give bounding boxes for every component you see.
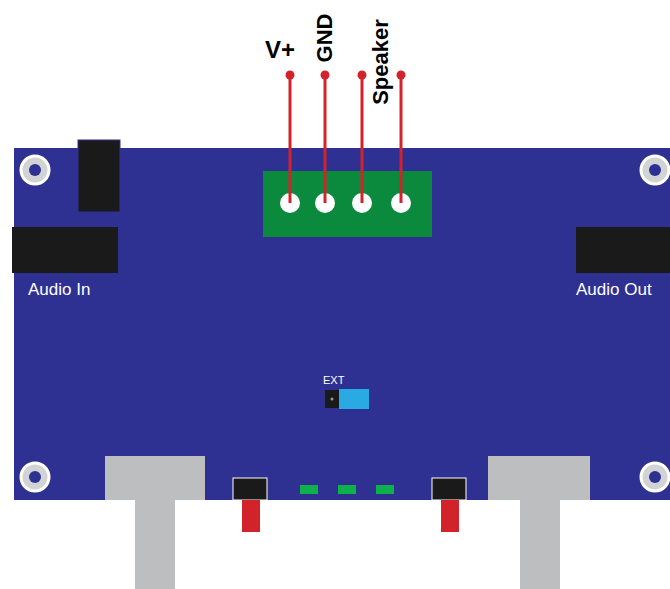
switches [233, 478, 466, 532]
connector-block [78, 140, 120, 212]
pin-label: Speaker [370, 19, 392, 105]
hole-centers [29, 164, 661, 483]
audio-in-jack [12, 227, 118, 273]
jumper-cap [339, 389, 369, 409]
leds [300, 485, 394, 494]
jumper-pin [325, 390, 339, 408]
pin-label: V+ [265, 38, 295, 62]
pin-label: GND [314, 14, 336, 63]
potentiometers [105, 456, 590, 589]
terminal-block [263, 171, 432, 237]
jumper-label: EXT [323, 375, 344, 386]
audio-out-jack [576, 227, 670, 273]
port-label: Audio Out [576, 281, 652, 298]
terminal-holes [280, 193, 411, 213]
port-label: Audio In [28, 281, 90, 298]
jumper-dot [331, 398, 334, 401]
